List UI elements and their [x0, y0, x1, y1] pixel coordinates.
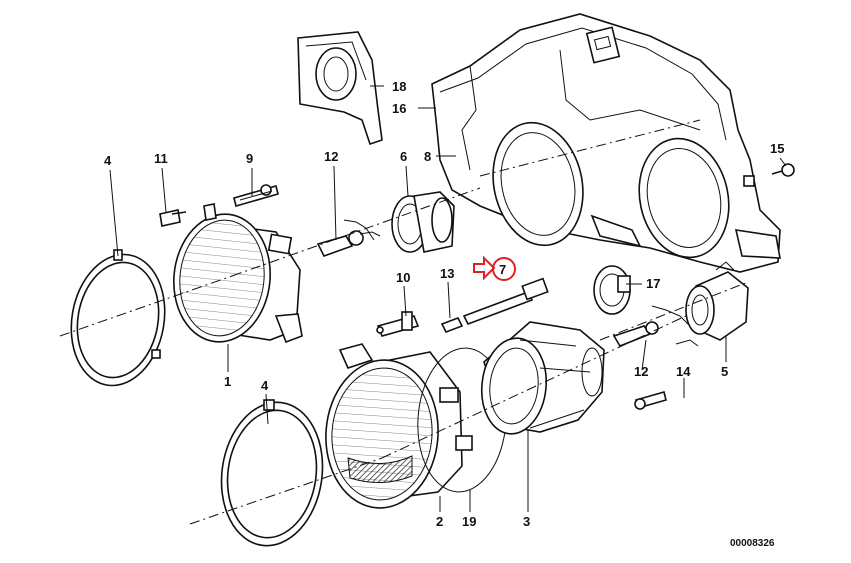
headlight-unit-lower [325, 343, 473, 509]
trim-ring-upper [70, 249, 166, 387]
screw-14 [634, 391, 667, 410]
bulb-socket-17 [593, 265, 631, 315]
adjusting-screw-9 [233, 184, 279, 207]
label-part-4-upper: 4 [104, 153, 112, 168]
headlight-unit-upper [172, 203, 303, 344]
label-part-9: 9 [246, 151, 253, 166]
label-part-2: 2 [436, 514, 443, 529]
label-part-7: 7 [499, 262, 506, 277]
bulb-holder-5 [685, 261, 749, 341]
label-part-5: 5 [721, 364, 728, 379]
bulb-lower [612, 305, 699, 347]
label-part-17: 17 [646, 276, 660, 291]
label-part-8: 8 [424, 149, 431, 164]
diagram-id: 00008326 [730, 538, 775, 549]
reflector-3 [480, 321, 605, 435]
bulb-socket-upper [391, 191, 455, 253]
adjuster-rod-13 [440, 316, 464, 334]
label-part-16: 16 [392, 101, 406, 116]
part-labels: 18 16 8 6 12 9 11 4 15 10 13 7 17 12 14 … [104, 79, 784, 549]
highlight-arrow-icon [473, 255, 496, 281]
leader-lines [109, 85, 787, 512]
label-part-14: 14 [676, 364, 691, 379]
adjuster-10 [376, 311, 420, 337]
label-part-13: 13 [440, 266, 454, 281]
label-part-12-upper: 12 [324, 149, 338, 164]
label-part-1: 1 [224, 374, 231, 389]
screw-15 [771, 163, 795, 177]
label-part-6: 6 [400, 149, 407, 164]
trim-ring-lower [220, 399, 324, 547]
bulb-upper [316, 219, 381, 257]
label-part-10: 10 [396, 270, 410, 285]
label-part-15: 15 [770, 141, 784, 156]
headlight-housing [431, 13, 781, 273]
center-axes [59, 187, 749, 525]
seal-cap [297, 31, 383, 146]
label-part-4-lower: 4 [261, 378, 269, 393]
label-part-19: 19 [462, 514, 476, 529]
adjuster-rod-7 [462, 277, 549, 326]
label-part-18: 18 [392, 79, 406, 94]
label-part-12-lower: 12 [634, 364, 648, 379]
label-part-3: 3 [523, 514, 530, 529]
highlight-circle [492, 257, 516, 281]
label-part-11: 11 [154, 151, 168, 166]
adjusting-screw-11 [159, 209, 187, 227]
highlight-marker [473, 255, 516, 281]
